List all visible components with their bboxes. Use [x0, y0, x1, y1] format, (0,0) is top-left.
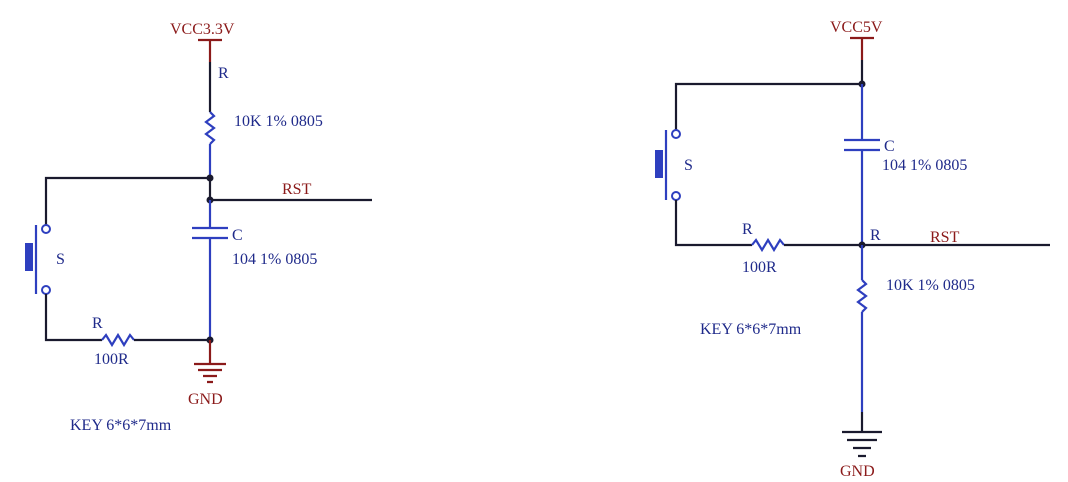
resistor-10k-icon	[856, 279, 868, 313]
ground-label: GND	[840, 463, 875, 480]
series-resistor-value: 100R	[742, 259, 777, 276]
circuit-right: VCC5V C 104 1% 0805 S R 100R R RST 10K 1…	[655, 19, 1050, 480]
supply-symbol	[198, 38, 222, 62]
reset-resistor-value: 10K 1% 0805	[234, 113, 323, 130]
wire	[44, 176, 210, 225]
resistor-10k-icon	[204, 111, 216, 145]
net-label-rst: RST	[930, 229, 960, 246]
capacitor-designator: C	[232, 227, 243, 244]
switch-pin-icon	[671, 191, 681, 201]
resistor-100r-icon	[101, 332, 135, 348]
capacitor-icon	[844, 84, 880, 245]
switch-pin-icon	[41, 224, 51, 234]
switch-designator: S	[56, 251, 65, 268]
key-note: KEY 6*6*7mm	[700, 321, 802, 338]
wire	[44, 294, 102, 342]
ground-icon	[842, 412, 882, 458]
reset-resistor-designator: R	[218, 65, 229, 82]
capacitor-value: 104 1% 0805	[232, 251, 317, 268]
resistor-100r-icon	[751, 237, 785, 253]
switch-button-icon	[25, 243, 33, 271]
circuit-left: VCC3.3V R 10K 1% 0805 RST C 104 1% 0805 …	[25, 21, 372, 434]
capacitor-designator: C	[884, 138, 895, 155]
wire	[674, 82, 862, 130]
reset-resistor-designator: R	[870, 227, 881, 244]
supply-label: VCC5V	[830, 19, 883, 36]
switch-button-icon	[655, 150, 663, 178]
supply-symbol	[850, 36, 874, 60]
capacitor-icon	[192, 200, 228, 340]
key-note: KEY 6*6*7mm	[70, 417, 172, 434]
switch-pin-icon	[671, 129, 681, 139]
reset-resistor-value: 10K 1% 0805	[886, 277, 975, 294]
series-resistor-designator: R	[92, 315, 103, 332]
capacitor-value: 104 1% 0805	[882, 157, 967, 174]
series-resistor-designator: R	[742, 221, 753, 238]
series-resistor-value: 100R	[94, 351, 129, 368]
wire	[674, 200, 752, 247]
switch-designator: S	[684, 157, 693, 174]
ground-icon	[194, 340, 226, 384]
ground-label: GND	[188, 391, 223, 408]
switch-pin-icon	[41, 285, 51, 295]
supply-label: VCC3.3V	[170, 21, 235, 38]
net-label-rst: RST	[282, 181, 312, 198]
